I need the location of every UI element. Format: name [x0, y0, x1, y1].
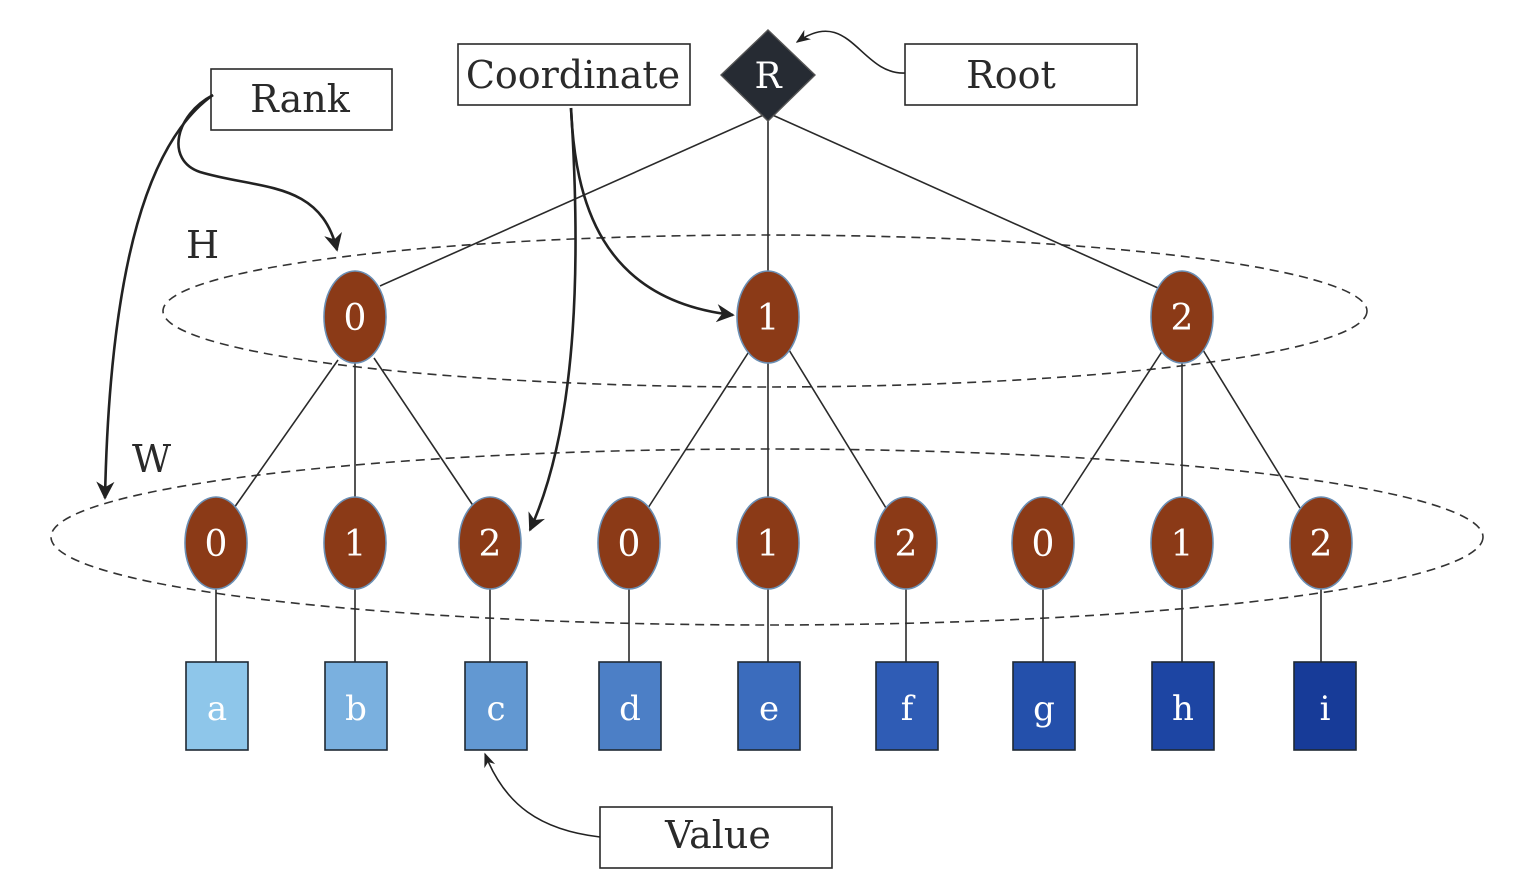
- root-diamond: [719, 29, 817, 122]
- root-label-arrow: [795, 29, 906, 74]
- level2-node-text: 0: [1032, 524, 1055, 565]
- leaf-box-text: i: [1320, 689, 1331, 729]
- leaf-box: h: [1151, 661, 1215, 751]
- leaf-box: a: [185, 661, 249, 751]
- leaf-box-text: f: [901, 689, 916, 729]
- level2-node: 2: [458, 496, 522, 590]
- axis-w-label: W: [132, 437, 171, 481]
- root-edges: [379, 112, 1159, 289]
- leaf-box-text: d: [619, 689, 641, 729]
- level2-node-text: 2: [479, 524, 502, 565]
- axis-h-label: H: [186, 223, 219, 267]
- level2-node: 1: [736, 496, 800, 590]
- leaf-box: c: [464, 661, 528, 751]
- value-label-box: Value: [599, 806, 833, 869]
- leaf-box: b: [324, 661, 388, 751]
- level1-node-text: 2: [1171, 298, 1194, 339]
- leaf-box-text: b: [345, 689, 367, 729]
- leaf-box-text: g: [1033, 689, 1055, 729]
- leaf-box: d: [598, 661, 662, 751]
- level-h-ring: [162, 234, 1368, 388]
- value-label-arrow: [484, 752, 601, 838]
- coordinate-to-level2-arrow: [528, 107, 577, 532]
- level2-node-text: 2: [1310, 524, 1333, 565]
- level2-node: 0: [184, 496, 248, 590]
- level2-node: 0: [1011, 496, 1075, 590]
- leaf-box-text: a: [207, 689, 227, 729]
- level2-node-text: 0: [618, 524, 641, 565]
- level1-node: 0: [323, 270, 387, 364]
- leaf-box: f: [875, 661, 939, 751]
- coordinate-label-box: Coordinate: [457, 43, 691, 106]
- rank-to-w-arrow: [96, 93, 214, 500]
- root-label-text: Root: [966, 53, 1056, 97]
- leaf-box-text: e: [759, 689, 779, 729]
- leaf-edges: [215, 588, 1322, 662]
- leaf-values: a b c d e f g h i: [185, 661, 1357, 751]
- leaf-box: i: [1293, 661, 1357, 751]
- level2-node: 0: [597, 496, 661, 590]
- level1-edges: [233, 349, 1301, 509]
- level2-node-text: 0: [205, 524, 228, 565]
- level2-node-text: 1: [1171, 524, 1194, 565]
- annotation-arrows: [96, 29, 906, 838]
- level1-node: 2: [1150, 270, 1214, 364]
- rank-label-box: Rank: [210, 68, 393, 131]
- level2-node-text: 1: [344, 524, 367, 565]
- leaf-box-text: h: [1172, 689, 1194, 729]
- level2-node-text: 2: [895, 524, 918, 565]
- level2-node: 2: [874, 496, 938, 590]
- rank-label-text: Rank: [250, 77, 351, 121]
- level2-node: 1: [323, 496, 387, 590]
- level2-node-text: 1: [757, 524, 780, 565]
- leaf-box: e: [737, 661, 801, 751]
- leaf-box: g: [1012, 661, 1076, 751]
- root-label-box: Root: [904, 43, 1138, 106]
- level2-nodes: 0 1 2 0 1 2 0 1 2: [184, 496, 1353, 590]
- coordinate-label-text: Coordinate: [466, 53, 680, 97]
- level1-node: 1: [736, 270, 800, 364]
- root-node-text: R: [754, 56, 782, 97]
- level1-node-text: 1: [757, 298, 780, 339]
- level1-nodes: 0 1 2: [323, 270, 1214, 364]
- value-label-text: Value: [664, 813, 771, 857]
- level2-node: 1: [1150, 496, 1214, 590]
- leaf-box-text: c: [486, 689, 505, 729]
- level2-node: 2: [1289, 496, 1353, 590]
- level1-node-text: 0: [344, 298, 367, 339]
- root-node: R: [719, 29, 817, 122]
- level-w-ring: [50, 448, 1484, 626]
